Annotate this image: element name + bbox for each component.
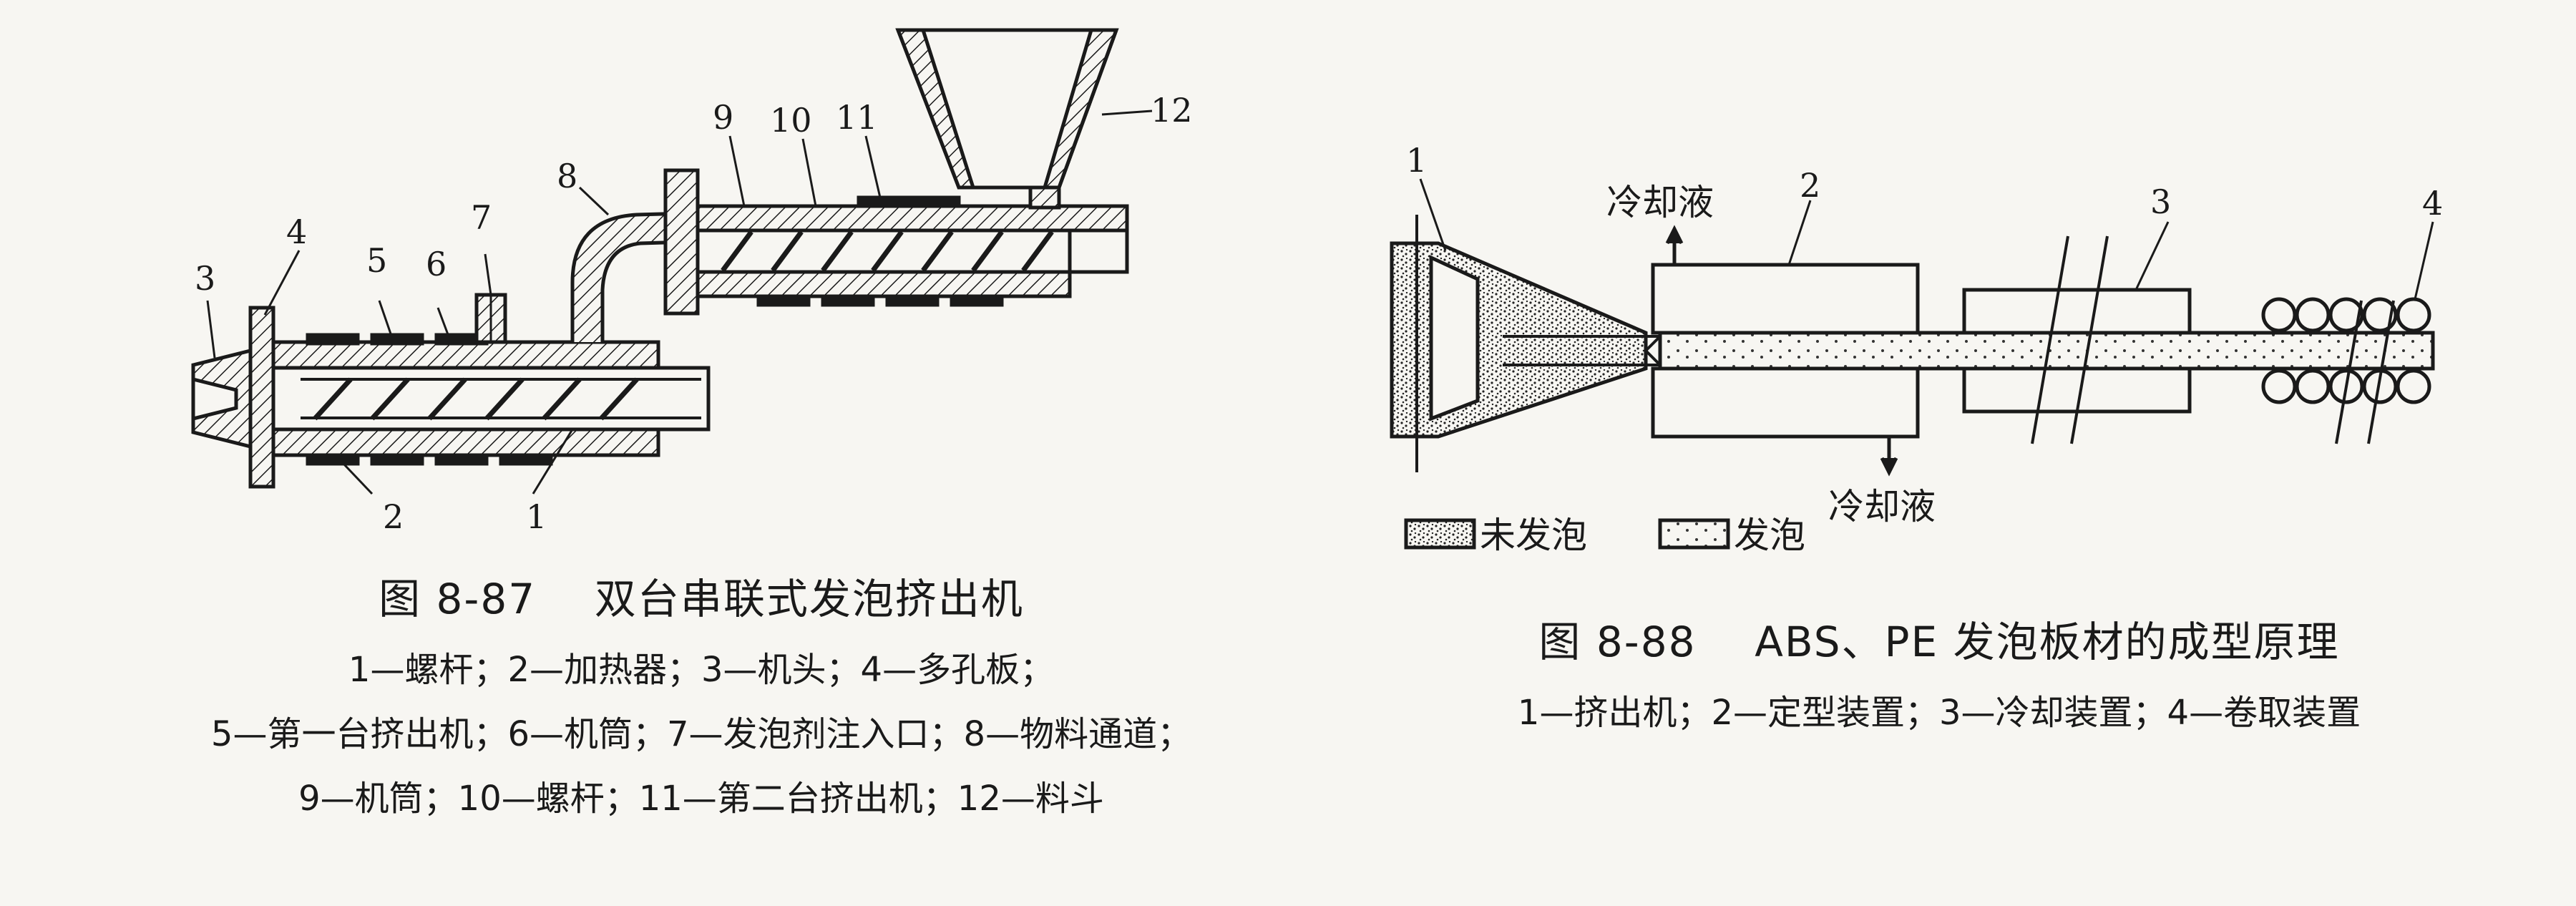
callout-4: 4	[286, 213, 307, 251]
callout-r3: 3	[2150, 182, 2171, 221]
fig-888-number: 图 8-88	[1538, 618, 1697, 666]
second-extruder	[663, 28, 1129, 316]
fig-887-legend-1: 1—螺杆；2—加热器；3—机头；4—多孔板；	[348, 650, 1055, 690]
key-foamed-swatch	[1658, 518, 1730, 550]
callout-3: 3	[195, 259, 215, 298]
key-unfoamed-swatch	[1404, 518, 1476, 550]
callout-r1: 1	[1406, 141, 1427, 180]
sheet-forming-diagram	[1390, 178, 2435, 550]
callout-12: 12	[1151, 91, 1193, 130]
right-callouts: 1 2 3 4 冷却液 冷却液 未发泡 发泡	[1406, 141, 2443, 556]
key-foamed-label: 发泡	[1734, 515, 1805, 556]
fig-888-legend: 1—挤出机；2—定型装置；3—冷却装置；4—卷取装置	[1517, 693, 2361, 733]
take-up-rollers	[2261, 297, 2431, 444]
fig-888-title-text: ABS、PE 发泡板材的成型原理	[1755, 618, 2340, 666]
fig-888-caption: 图 8-88 ABS、PE 发泡板材的成型原理 1—挤出机；2—定型装置；3—冷…	[1374, 608, 2504, 734]
callout-6: 6	[426, 245, 447, 283]
fig-887-legend-3: 9—机筒；10—螺杆；11—第二台挤出机；12—料斗	[298, 779, 1104, 819]
callout-5: 5	[366, 241, 387, 280]
left-callouts: 3 4 5 6 7 8 9 10 11 12 2 1	[195, 91, 1193, 536]
callout-7: 7	[471, 198, 492, 237]
fig-887-legend-2: 5—第一台挤出机；6—机筒；7—发泡剂注入口；8—物料通道；	[210, 714, 1192, 754]
callout-11: 11	[836, 98, 878, 137]
coolant-top-label: 冷却液	[1606, 182, 1714, 223]
fig-887-caption: 图 8-87 双台串联式发泡挤出机 1—螺杆；2—加热器；3—机头；4—多孔板；…	[29, 565, 1374, 820]
material-channel	[570, 211, 688, 342]
callout-1: 1	[526, 497, 547, 536]
first-extruder	[191, 293, 711, 489]
callout-2: 2	[383, 497, 404, 536]
extruder-die	[1390, 215, 1664, 472]
key-unfoamed-label: 未发泡	[1480, 515, 1587, 556]
callout-r2: 2	[1800, 166, 1820, 205]
callout-9: 9	[713, 98, 733, 137]
coolant-bottom-label: 冷却液	[1828, 486, 1936, 527]
leader-lines-left	[206, 109, 1153, 495]
tandem-extruder-diagram	[191, 28, 1153, 495]
cooling-device	[1962, 235, 2192, 444]
fig-887-title: 图 8-87 双台串联式发泡挤出机	[29, 565, 1374, 625]
callout-8: 8	[557, 157, 577, 195]
fig-887-title-text: 双台串联式发泡挤出机	[594, 575, 1024, 623]
fig-888-title: 图 8-88 ABS、PE 发泡板材的成型原理	[1374, 608, 2504, 668]
leader-lines-right	[1419, 178, 2434, 300]
fig-887-number: 图 8-87	[379, 575, 537, 623]
callout-r4: 4	[2422, 184, 2443, 223]
callout-10: 10	[770, 101, 812, 140]
